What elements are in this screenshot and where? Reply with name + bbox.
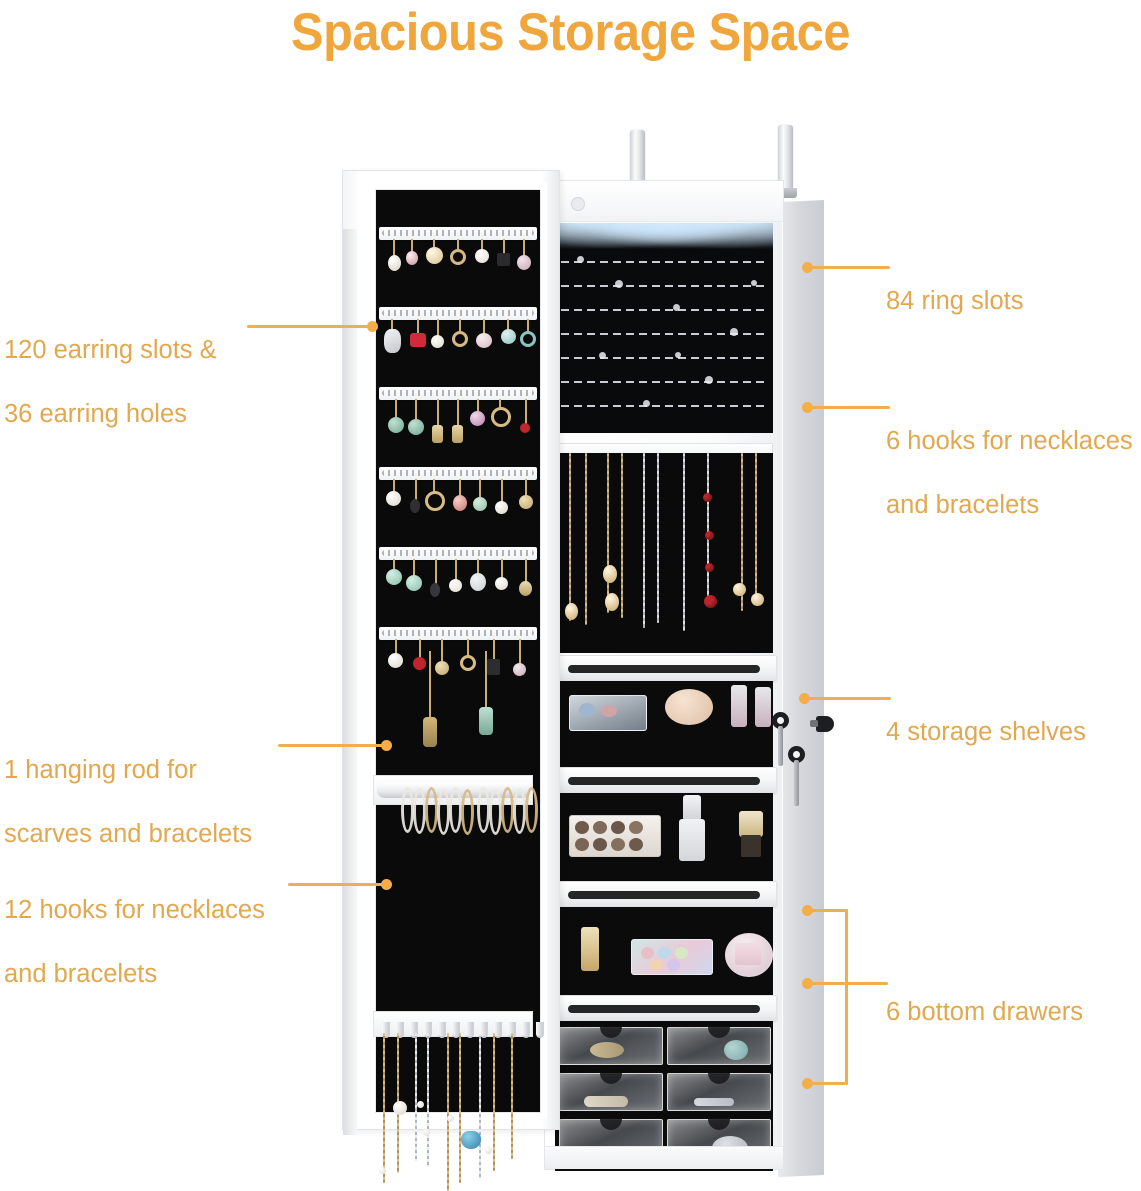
door-edge — [343, 229, 357, 1135]
door-hook — [452, 1022, 460, 1038]
bracelet — [525, 787, 538, 833]
leader-dot-storage-shelves — [799, 693, 810, 704]
key-icon — [772, 712, 789, 729]
storage-shelf-lip — [551, 995, 777, 1021]
storage-shelf-lip — [551, 881, 777, 907]
drawer[interactable] — [667, 1027, 771, 1065]
callout-line: 4 storage shelves — [886, 718, 1086, 746]
leader-dot-door-hooks — [381, 879, 392, 890]
callout-line: 36 earring holes — [4, 400, 187, 428]
leader-line-drawers-stem — [808, 982, 888, 985]
leader-dot-ring-slots — [802, 262, 813, 273]
leader-bracket-drawers — [845, 909, 848, 1085]
callout-line: and bracelets — [886, 491, 1040, 519]
leader-line-drawers-top — [808, 909, 848, 912]
cabinet-side-panel — [778, 200, 824, 1178]
storage-shelf — [555, 907, 773, 995]
leader-line-storage-shelves — [806, 697, 891, 700]
cabinet-body — [544, 180, 834, 1178]
callout-line: and bracelets — [4, 960, 158, 988]
callout-line: 84 ring slots — [886, 287, 1024, 315]
door-hook — [522, 1022, 530, 1038]
leader-dot-drawers-top — [802, 905, 813, 916]
callout-hanging-rod: 1 hanging rod for scarves and bracelets — [4, 722, 364, 882]
key-icon — [788, 746, 805, 763]
callout-line: 6 bottom drawers — [886, 998, 1084, 1026]
key-icon — [778, 726, 783, 766]
storage-shelf — [555, 793, 773, 881]
leader-line-drawers-bottom — [808, 1082, 848, 1085]
door-hook — [536, 1022, 544, 1038]
earring-slot-bar — [379, 547, 537, 560]
door-hook-bar — [373, 1011, 544, 1038]
callout-earring-slots: 120 earring slots & 36 earring holes — [4, 302, 364, 462]
door-hook — [438, 1022, 446, 1038]
leader-line-door-hooks — [288, 883, 386, 886]
earring-slot-bar — [379, 307, 537, 320]
bracelet — [461, 789, 474, 835]
door-hook — [494, 1022, 502, 1038]
drawer[interactable] — [559, 1073, 663, 1111]
door-interior-panel — [369, 183, 547, 1119]
leader-line-earring-slots — [247, 325, 372, 328]
callout-line: 120 earring slots & — [4, 336, 217, 364]
earring-slot-bar — [379, 387, 537, 400]
leader-dot-hanging-rod — [381, 740, 392, 751]
cabinet-lock[interactable] — [810, 716, 834, 732]
door-hook — [410, 1022, 418, 1038]
infographic-canvas: Spacious Storage Space — [4, 3, 1141, 1191]
earring-slot-bar — [379, 627, 537, 640]
earring-slot-bar — [379, 467, 537, 480]
drawer[interactable] — [667, 1073, 771, 1111]
callout-line: 6 hooks for necklaces — [886, 427, 1133, 455]
door-hook — [480, 1022, 488, 1038]
door-hook — [466, 1022, 474, 1038]
necklace-panel — [555, 453, 773, 653]
callout-line: scarves and bracelets — [4, 820, 253, 848]
leader-dot-drawers-bottom — [802, 1078, 813, 1089]
storage-shelf — [555, 681, 773, 767]
leader-line-hanging-rod — [278, 744, 386, 747]
storage-shelf-lip — [551, 655, 777, 681]
callout-line: 12 hooks for necklaces — [4, 896, 265, 924]
door-hook — [396, 1022, 404, 1038]
cabinet-front — [544, 180, 784, 1171]
door-hook — [382, 1022, 390, 1038]
leader-dot-necklace-hooks — [802, 402, 813, 413]
earring-slot-bar — [379, 227, 537, 240]
leader-dot-drawers-mid — [802, 978, 813, 989]
page-title: Spacious Storage Space — [291, 3, 850, 62]
over-door-hanger-right — [778, 125, 797, 198]
callout-door-hooks: 12 hooks for necklaces and bracelets — [4, 862, 384, 1022]
leader-line-ring-slots — [810, 266, 890, 269]
key-icon — [794, 760, 799, 806]
callout-line: 1 hanging rod for — [4, 756, 197, 784]
callout-storage-shelves: 4 storage shelves — [886, 684, 1136, 780]
leader-dot-earring-slots — [367, 321, 378, 332]
led-light-strip — [555, 223, 773, 257]
storage-shelf-lip — [551, 767, 777, 793]
mirror-door[interactable] — [342, 170, 560, 1191]
drawer[interactable] — [559, 1027, 663, 1065]
callout-ring-slots: 84 ring slots — [886, 253, 1136, 349]
ring-slots-panel — [555, 223, 773, 433]
leader-line-necklace-hooks — [810, 406, 890, 409]
product-illustration — [330, 120, 850, 1191]
callout-necklace-hooks: 6 hooks for necklaces and bracelets — [886, 393, 1141, 553]
callout-bottom-drawers: 6 bottom drawers — [886, 964, 1136, 1060]
